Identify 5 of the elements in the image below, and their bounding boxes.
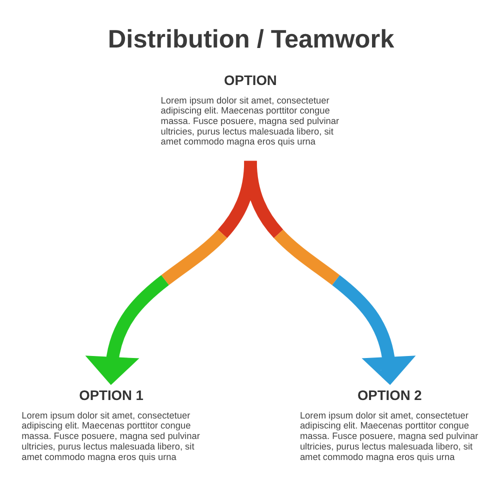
arrow (244, 160, 416, 386)
node-text: OPTION Lorem ipsum dolor sit amet, consectetuer adipiscing elit. Maecenas porttitor congue massa. Fusce posuere, magna sed pulvinar ultricies, purus lectus malesuada libero, sit amet commodo magna eros quis urna (160, 73, 339, 147)
node-text: OPTION 1 Lorem ipsum dolor sit amet, consectetuer adipiscing elit. Maecenas porttitor congue massa. Fusce posuere, magna sed pulvinar ultricies, purus lectus malesuada libero, sit amet commodo magna eros quis urna (21, 388, 200, 462)
diagram-title: Distribution / Teamwork (107, 26, 394, 54)
node-text: OPTION 2 Lorem ipsum dolor sit amet, consectetuer adipiscing elit. Maecenas porttitor congue massa. Fusce posuere, magna sed pulvinar ultricies, purus lectus malesuada libero, sit amet commodo magna eros quis urna (299, 388, 478, 462)
